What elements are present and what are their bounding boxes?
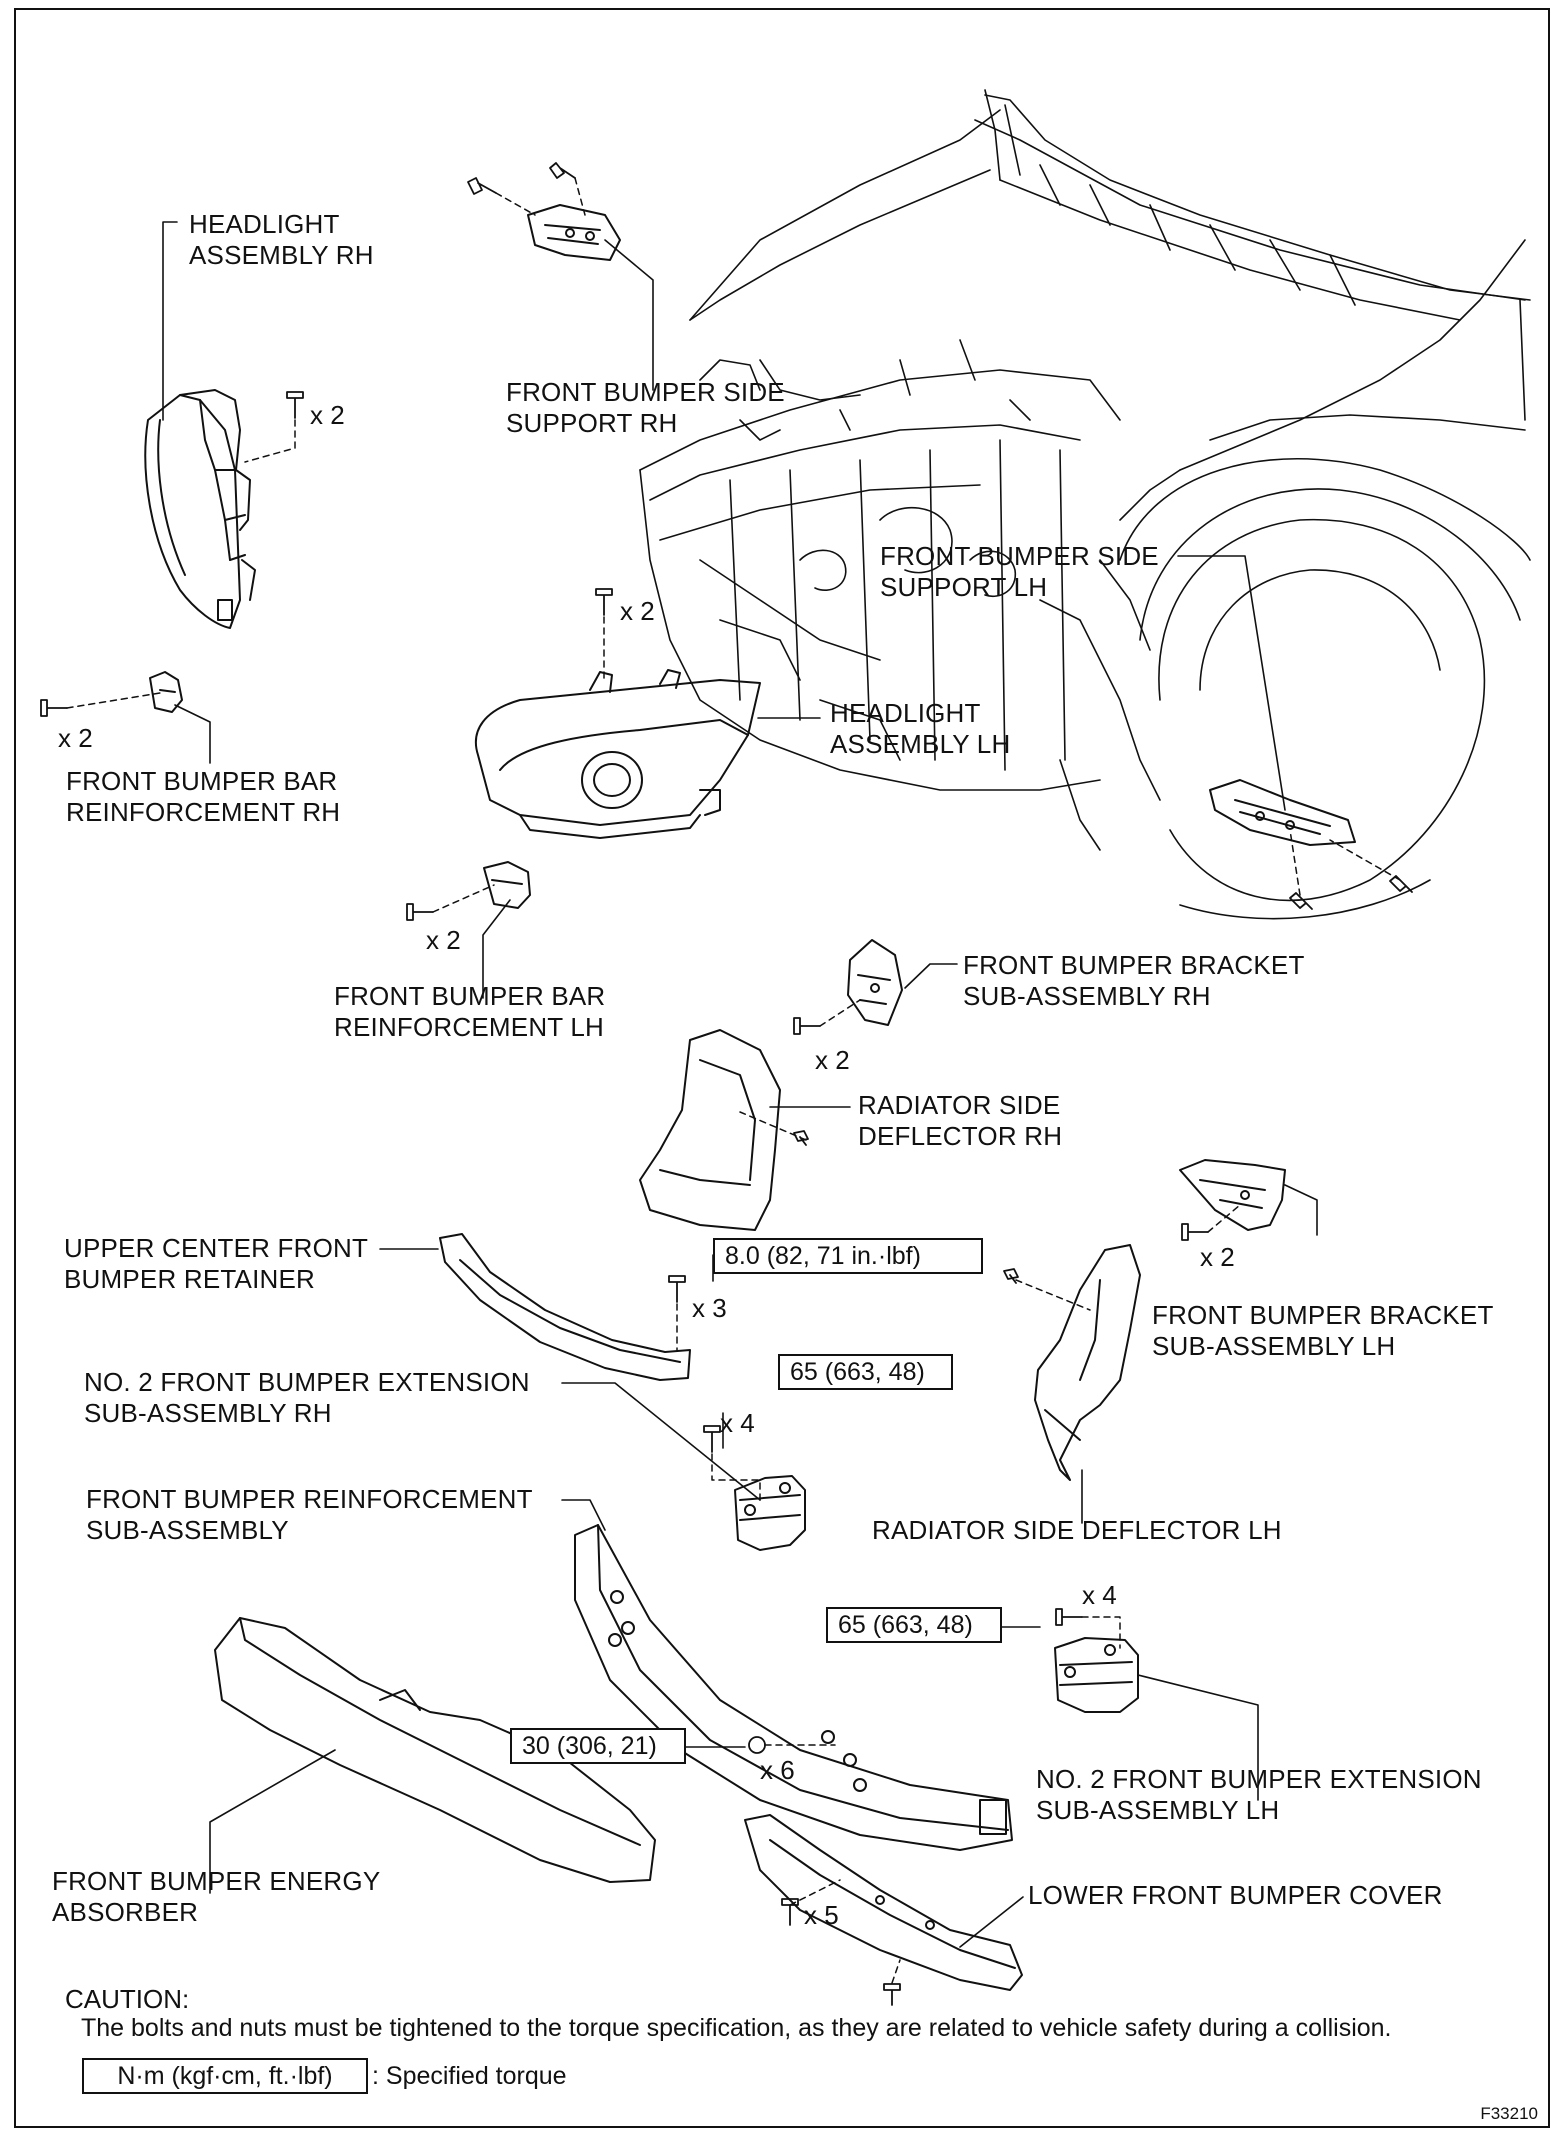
label-line: NO. 2 FRONT BUMPER EXTENSION xyxy=(84,1367,530,1397)
label-line: FRONT BUMPER ENERGY xyxy=(52,1866,381,1896)
label-line: BUMPER RETAINER xyxy=(64,1264,315,1294)
label-line: ASSEMBLY LH xyxy=(830,729,1011,759)
label-line: LOWER FRONT BUMPER COVER xyxy=(1028,1880,1443,1910)
label-line: DEFLECTOR RH xyxy=(858,1121,1063,1151)
callout-leader-lines xyxy=(162,221,1318,1948)
label-line: FRONT BUMPER BAR xyxy=(334,981,606,1011)
label-radiator-deflector-rh: RADIATOR SIDE DEFLECTOR RH xyxy=(858,1090,1062,1152)
qty-extension-lh: x 4 xyxy=(1082,1580,1117,1610)
torque-legend-box: N·m (kgf·cm, ft.·lbf) xyxy=(82,2058,368,2094)
bumper-reinforcement-part xyxy=(574,1524,1013,1851)
label-line: FRONT BUMPER BRACKET xyxy=(1152,1300,1494,1330)
qty-headlight-lh: x 2 xyxy=(620,596,655,626)
label-extension-rh: NO. 2 FRONT BUMPER EXTENSION SUB-ASSEMBL… xyxy=(84,1367,530,1429)
qty-headlight-rh: x 2 xyxy=(310,400,345,430)
label-line: FRONT BUMPER SIDE xyxy=(506,377,785,407)
label-lower-cover: LOWER FRONT BUMPER COVER xyxy=(1028,1880,1443,1911)
label-bracket-lh: FRONT BUMPER BRACKET SUB-ASSEMBLY LH xyxy=(1152,1300,1494,1362)
label-radiator-deflector-lh: RADIATOR SIDE DEFLECTOR LH xyxy=(872,1515,1282,1546)
torque-box-extension-lh: 65 (663, 48) xyxy=(826,1607,1002,1643)
headlight-rh-part xyxy=(144,389,256,629)
label-energy-absorber: FRONT BUMPER ENERGY ABSORBER xyxy=(52,1866,380,1928)
label-line: FRONT BUMPER BAR xyxy=(66,766,338,796)
label-headlight-rh: HEADLIGHT ASSEMBLY RH xyxy=(189,209,374,271)
qty-bracket-lh: x 2 xyxy=(1200,1242,1235,1272)
headlight-lh-part xyxy=(474,669,761,839)
label-bumper-side-support-lh: FRONT BUMPER SIDE SUPPORT LH xyxy=(880,541,1159,603)
diagram-frame xyxy=(14,8,1550,2128)
qty-lower-cover: x 5 xyxy=(804,1900,839,1930)
torque-legend-text: : Specified torque xyxy=(372,2062,567,2090)
label-line: NO. 2 FRONT BUMPER EXTENSION xyxy=(1036,1764,1482,1794)
extension-lh-part xyxy=(1054,1637,1139,1713)
label-bar-reinforcement-lh: FRONT BUMPER BAR REINFORCEMENT LH xyxy=(334,981,605,1043)
label-line: REINFORCEMENT RH xyxy=(66,797,341,827)
label-headlight-lh: HEADLIGHT ASSEMBLY LH xyxy=(830,698,1010,760)
caution-text: The bolts and nuts must be tightened to … xyxy=(81,2014,1392,2042)
dashed-leader-lines xyxy=(66,177,1401,1984)
lower-cover-part xyxy=(744,1814,1023,1991)
label-line: RADIATOR SIDE xyxy=(858,1090,1061,1120)
label-bumper-side-support-rh: FRONT BUMPER SIDE SUPPORT RH xyxy=(506,377,785,439)
label-line: HEADLIGHT xyxy=(830,698,981,728)
label-line: FRONT BUMPER SIDE xyxy=(880,541,1159,571)
caution-title: CAUTION: xyxy=(65,1984,190,2014)
label-line: SUB-ASSEMBLY RH xyxy=(963,981,1211,1011)
label-line: SUB-ASSEMBLY RH xyxy=(84,1398,332,1428)
vehicle-front-end xyxy=(639,89,1531,920)
bumper-side-support-rh-part xyxy=(527,204,621,261)
figure-code: F33210 xyxy=(1480,2104,1538,2123)
label-upper-center-retainer: UPPER CENTER FRONT BUMPER RETAINER xyxy=(64,1233,368,1295)
bracket-rh-part xyxy=(847,939,903,1026)
extension-rh-part xyxy=(734,1475,806,1551)
label-line: FRONT BUMPER REINFORCEMENT xyxy=(86,1484,533,1514)
label-extension-lh: NO. 2 FRONT BUMPER EXTENSION SUB-ASSEMBL… xyxy=(1036,1764,1482,1826)
torque-box-extension-rh: 65 (663, 48) xyxy=(778,1354,953,1390)
label-line: ABSORBER xyxy=(52,1897,199,1927)
bar-reinforcement-lh-part xyxy=(483,861,531,909)
radiator-deflector-lh-part xyxy=(1034,1244,1141,1481)
qty-reinforcement: x 6 xyxy=(760,1755,795,1785)
label-line: SUB-ASSEMBLY LH xyxy=(1152,1331,1396,1361)
label-reinforcement-sub: FRONT BUMPER REINFORCEMENT SUB-ASSEMBLY xyxy=(86,1484,533,1546)
qty-bar-reinforcement-rh: x 2 xyxy=(58,723,93,753)
upper-center-retainer-part xyxy=(439,1233,691,1381)
label-line: SUB-ASSEMBLY LH xyxy=(1036,1795,1280,1825)
bracket-lh-part xyxy=(1179,1159,1286,1231)
label-line: SUPPORT LH xyxy=(880,572,1048,602)
label-line: ASSEMBLY RH xyxy=(189,240,374,270)
qty-extension-rh: x 4 xyxy=(720,1408,755,1438)
energy-absorber-part xyxy=(214,1617,656,1883)
torque-box-reinforcement: 30 (306, 21) xyxy=(510,1728,686,1764)
label-line: SUB-ASSEMBLY xyxy=(86,1515,289,1545)
qty-retainer: x 3 xyxy=(692,1293,727,1323)
label-line: UPPER CENTER FRONT xyxy=(64,1233,369,1263)
radiator-deflector-rh-part xyxy=(639,1029,781,1231)
fasteners xyxy=(40,162,1413,2006)
bar-reinforcement-rh-part xyxy=(149,671,183,713)
qty-bar-reinforcement-lh: x 2 xyxy=(426,925,461,955)
label-line: REINFORCEMENT LH xyxy=(334,1012,604,1042)
label-bar-reinforcement-rh: FRONT BUMPER BAR REINFORCEMENT RH xyxy=(66,766,340,828)
label-line: SUPPORT RH xyxy=(506,408,678,438)
label-line: FRONT BUMPER BRACKET xyxy=(963,950,1305,980)
label-line: HEADLIGHT xyxy=(189,209,340,239)
label-bracket-rh: FRONT BUMPER BRACKET SUB-ASSEMBLY RH xyxy=(963,950,1305,1012)
qty-bracket-rh: x 2 xyxy=(815,1045,850,1075)
torque-box-retainer: 8.0 (82, 71 in.·lbf) xyxy=(713,1238,983,1274)
label-line: RADIATOR SIDE DEFLECTOR LH xyxy=(872,1515,1282,1545)
bumper-side-support-lh-part xyxy=(1209,779,1356,846)
